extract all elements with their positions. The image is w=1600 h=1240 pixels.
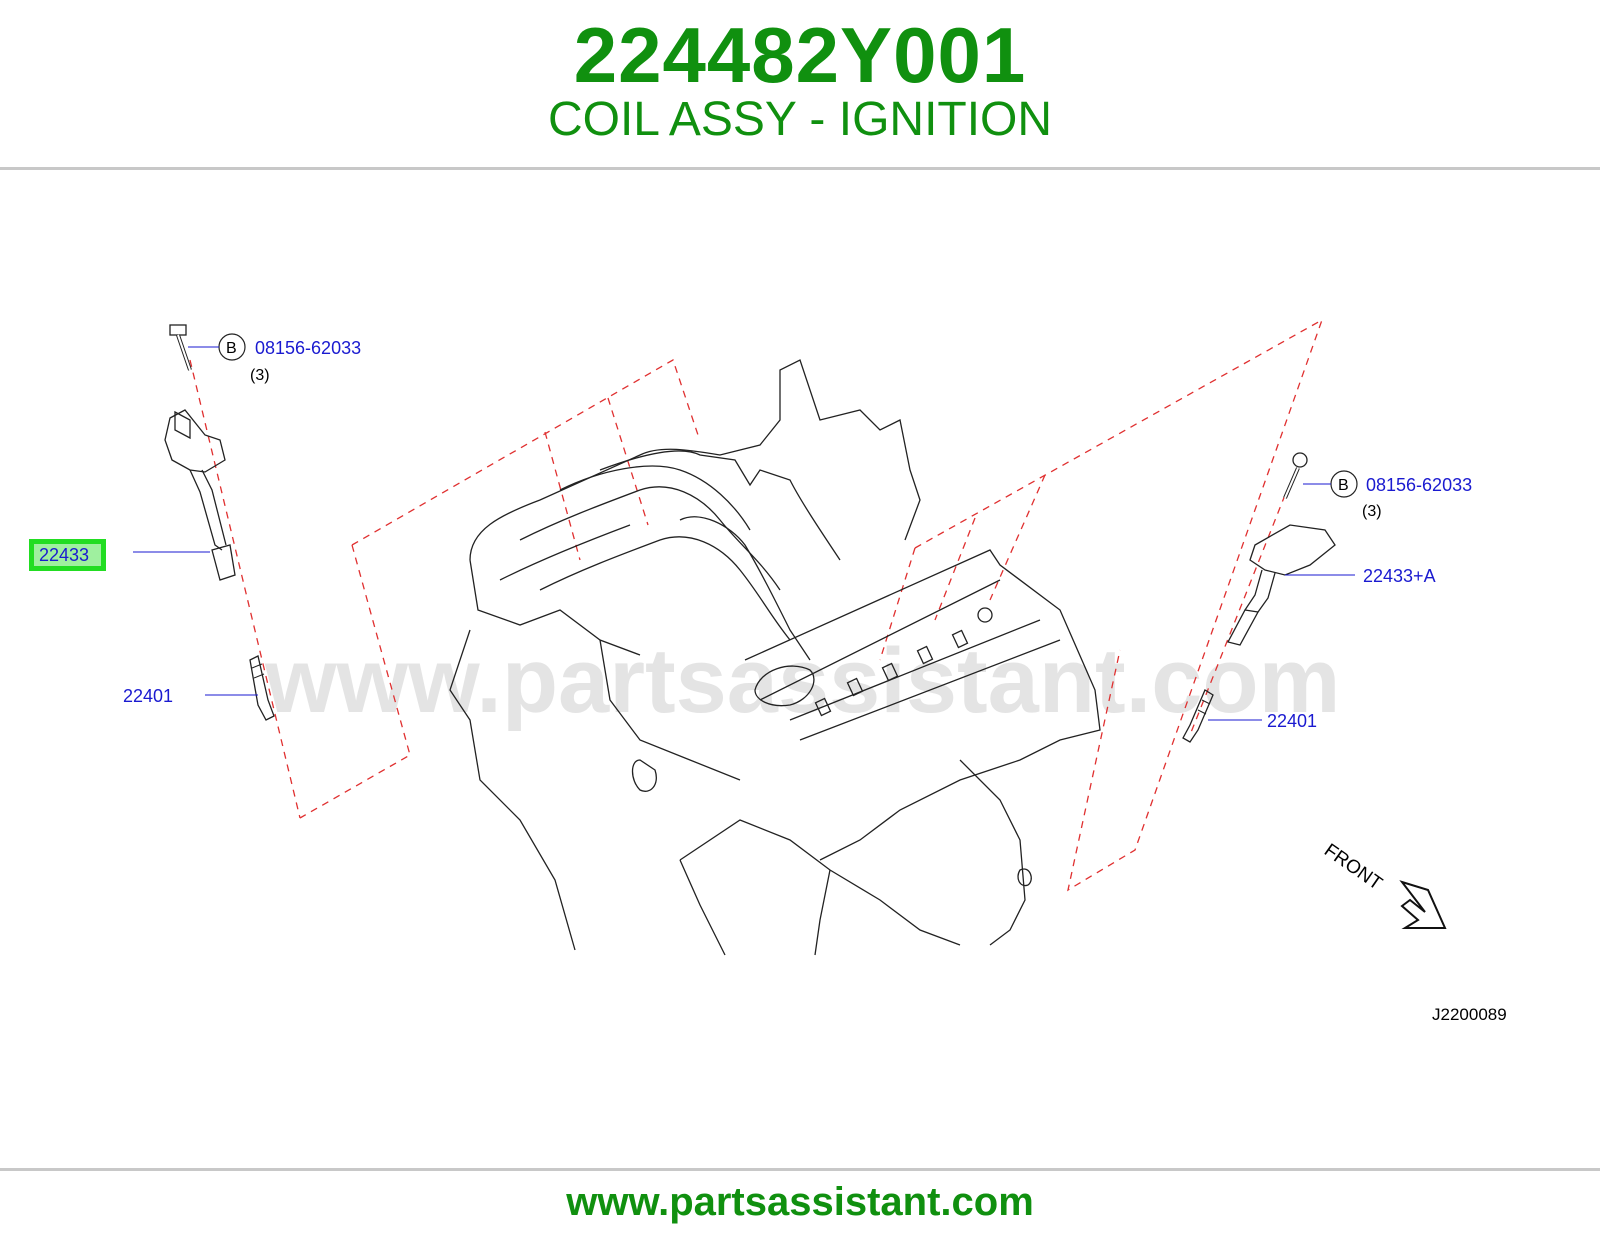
coil-right-part-label[interactable]: 22433+A <box>1363 566 1436 586</box>
coil-left-highlight-inner <box>34 544 101 566</box>
watermark-text: www.partsassistant.com <box>264 630 1340 732</box>
left-spark-plug <box>249 655 275 721</box>
coil-ports <box>814 607 993 717</box>
figure-code: J2200089 <box>1432 1005 1507 1024</box>
bolt-right-symbol: B <box>1338 477 1349 494</box>
bolt-left-part-label[interactable]: 08156-62033 <box>255 338 361 358</box>
bolt-right-part-label[interactable]: 08156-62033 <box>1366 475 1472 495</box>
engine-block-illustration <box>449 359 1101 956</box>
bolt-left-qty: (3) <box>250 367 270 384</box>
plug-left-part-label[interactable]: 22401 <box>123 686 173 706</box>
bolt-right-qty: (3) <box>1362 503 1382 520</box>
header-divider <box>0 167 1600 170</box>
front-arrow-icon <box>1399 880 1447 929</box>
diagram-canvas <box>0 295 1600 1040</box>
right-spark-plug <box>1182 689 1214 743</box>
part-name-subtitle: COIL ASSY - IGNITION <box>547 93 1053 146</box>
right-bolt <box>1283 452 1308 499</box>
coil-left-part-label[interactable]: 22433 <box>39 545 89 565</box>
footer-divider <box>0 1168 1600 1171</box>
plug-right-part-label[interactable]: 22401 <box>1267 711 1317 731</box>
left-ignition-coil <box>164 409 236 581</box>
right-ignition-coil <box>1227 524 1336 646</box>
left-bolt <box>169 324 192 371</box>
part-number-title: 224482Y001 <box>573 11 1027 99</box>
footer-website-link[interactable]: www.partsassistant.com <box>566 1180 1034 1224</box>
bolt-left-symbol: B <box>226 340 237 357</box>
